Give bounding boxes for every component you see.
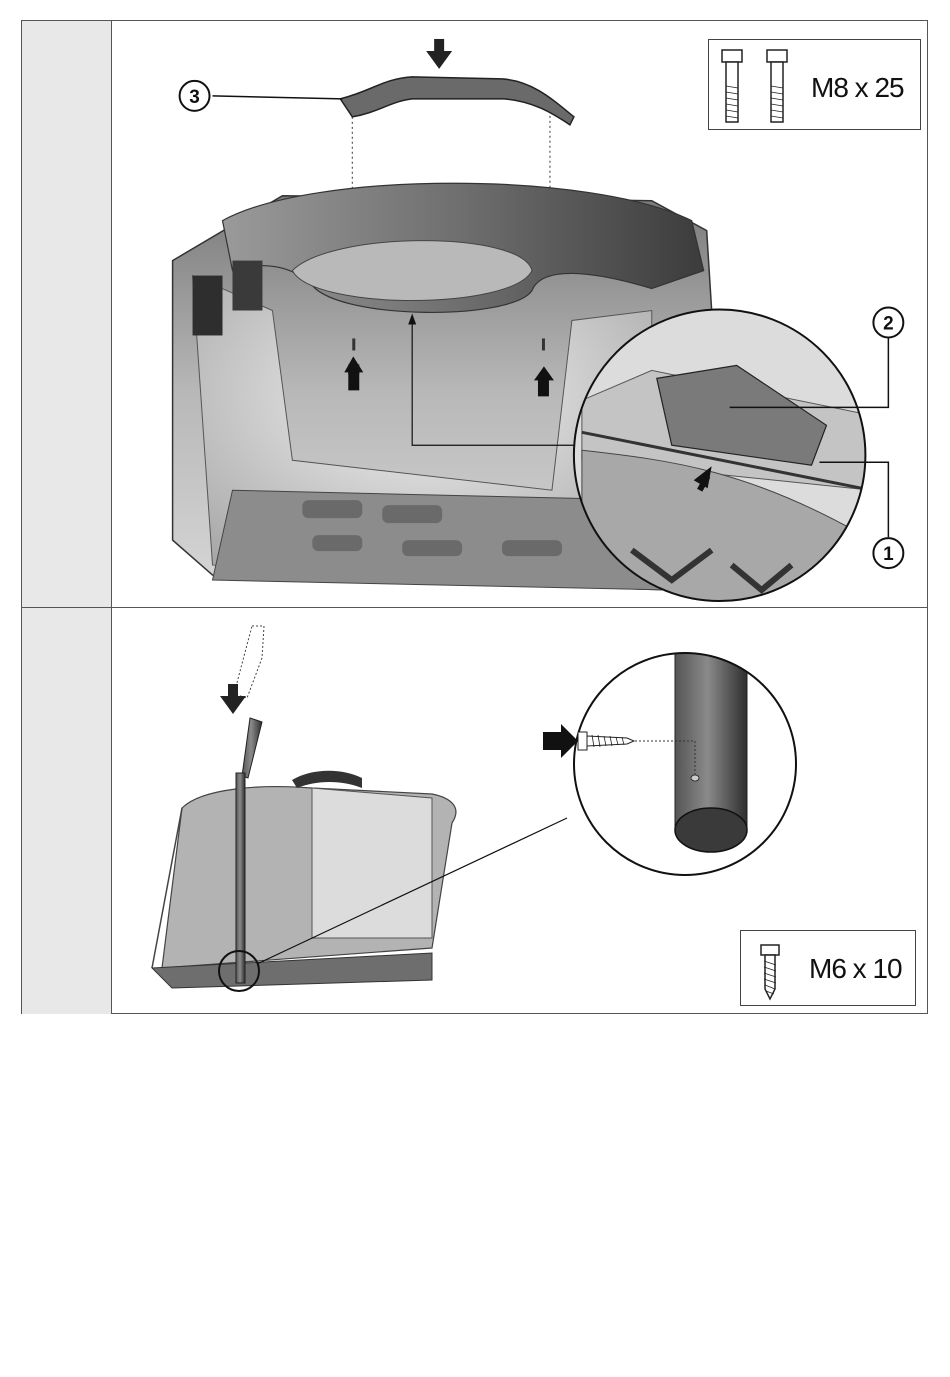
callout-3-leader: [213, 96, 343, 99]
carry-handle-part: [340, 77, 574, 125]
svg-text:1: 1: [883, 544, 894, 565]
step-1-illustration: 3: [112, 21, 927, 607]
hardware-label-m8: M8 x 25: [811, 72, 904, 104]
callout-1-badge: 1: [873, 538, 903, 568]
instruction-sheet: 3: [21, 20, 928, 1014]
down-arrow-icon: [426, 39, 452, 69]
step-2-panel: M6 x 10: [22, 608, 927, 1014]
hardware-box-m6: M6 x 10: [740, 930, 916, 1006]
detail-magnifier: [574, 648, 796, 875]
callout-2-badge: 2: [873, 308, 903, 338]
callout-3-badge: 3: [180, 81, 210, 111]
case-body-rear: [152, 771, 456, 988]
hardware-box-m8: M8 x 25: [708, 39, 921, 130]
step-2-illustration: M6 x 10: [112, 608, 927, 1014]
step-2-number-column: [22, 608, 112, 1014]
svg-text:2: 2: [883, 313, 894, 334]
step-1-panel: 3: [22, 21, 927, 608]
down-arrow-icon: [220, 684, 246, 714]
right-arrow-icon: [543, 724, 578, 758]
svg-text:3: 3: [189, 87, 200, 108]
step-1-number-column: [22, 21, 112, 607]
hardware-label-m6: M6 x 10: [809, 953, 902, 985]
